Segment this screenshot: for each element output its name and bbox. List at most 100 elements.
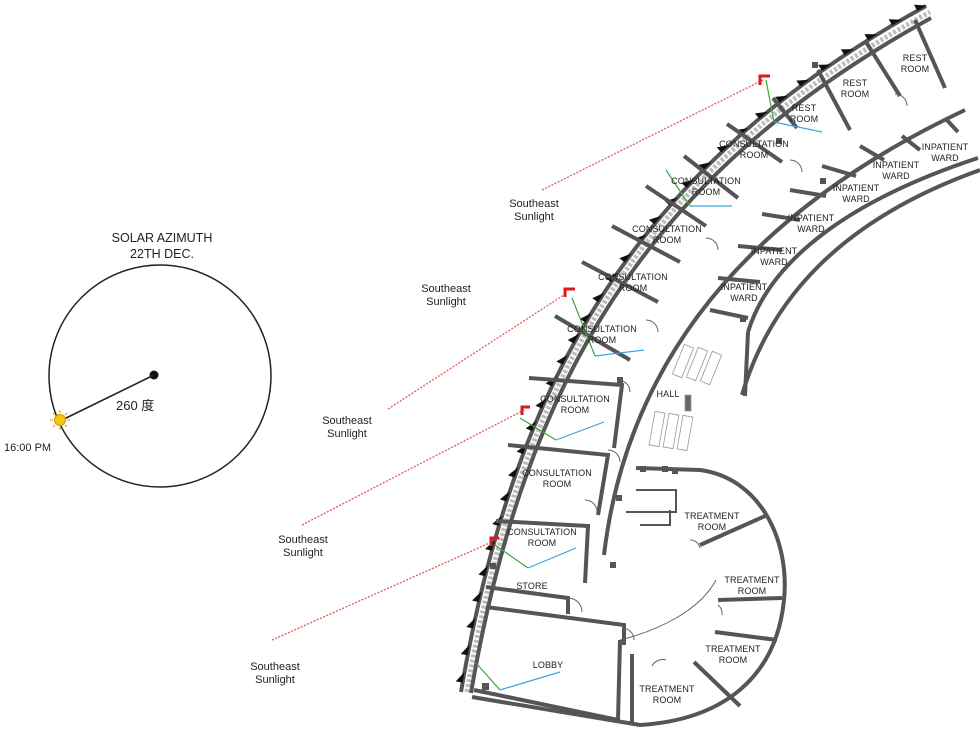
consult-label-1: CONSULTATION [719,139,789,149]
hall-label: HALL [657,389,680,399]
sunlight-label-1b: Sunlight [514,211,554,223]
sunlight-label-4: Southeast [278,534,328,546]
shading-fin [478,565,488,577]
door-swings [567,93,908,667]
sunlight-label-4b: Sunlight [283,547,323,559]
shading-fin [796,79,810,87]
shading-fin [864,34,878,41]
treatment-wing-outer [471,466,787,728]
sunlight-ray-1 [541,79,764,191]
inpatient-label-3b: WARD [842,194,870,204]
shading-fin [888,19,902,26]
consult-label-3b: ROOM [653,235,681,245]
shading-fin [840,49,854,56]
consult-label-5: CONSULTATION [567,324,637,334]
shading-fin [455,671,465,683]
rotunda-arc [619,579,717,641]
solar-azimuth-diagram: SOLAR AZIMUTH 22TH DEC. 260 度 16:00 PM [4,231,272,488]
shading-fin [556,354,568,365]
sunlight-ray-2 [387,292,568,410]
inpatient-label-1: INPATIENT [922,142,969,152]
building-plan: REST ROOM REST ROOM REST ROOM CONSULTATI… [455,4,980,728]
service-core [626,489,677,513]
lobby-east-wall [616,639,622,721]
inpatient-label-5b: WARD [760,257,788,267]
store-label: STORE [516,581,547,591]
corridor-wall-outer [602,108,966,556]
shading-fin [535,398,547,409]
consult-label-2b: ROOM [692,187,720,197]
rest-room-label-3b: ROOM [790,114,818,124]
ward-partitions [709,116,960,320]
treatment-label-1b: ROOM [698,522,726,532]
consult-label-1b: ROOM [740,150,768,160]
treatment-partitions [630,514,783,724]
shading-fin [716,144,730,153]
consult-label-8: CONSULTATION [507,527,577,537]
solar-title-line1: SOLAR AZIMUTH [112,231,213,245]
inpatient-label-5: INPATIENT [751,246,798,256]
shading-fin [472,591,482,603]
shading-fin [579,313,592,323]
treatment-label-2b: ROOM [738,586,766,596]
treatment-label-2: TREATMENT [724,575,780,585]
sunlight-label-3b: Sunlight [327,428,367,440]
shading-fin [681,179,695,188]
rest-room-label-1b: ROOM [901,64,929,74]
rest-room-label-1: REST [903,53,928,63]
sunlight-label-1: Southeast [509,198,559,210]
corridor-wall-inner [740,168,980,396]
sunlight-ray-3 [301,409,525,526]
inpatient-label-6b: WARD [730,293,758,303]
treatment-label-4: TREATMENT [639,684,695,694]
inpatient-label-2b: WARD [882,171,910,181]
consult-label-8b: ROOM [528,538,556,548]
sunlight-label-3: Southeast [322,415,372,427]
sunlight-rays [271,79,764,641]
interior-light-rays [475,79,823,691]
shading-fin [499,491,510,502]
treatment-label-1: TREATMENT [684,511,740,521]
shading-fin [466,617,476,629]
inner-wall-stub [743,331,750,397]
inpatient-label-4b: WARD [797,224,825,234]
consult-label-4b: ROOM [619,283,647,293]
shading-fin [818,64,832,71]
treatment-label-3: TREATMENT [705,644,761,654]
room-labels: REST ROOM REST ROOM REST ROOM CONSULTATI… [507,53,969,705]
inpatient-label-4: INPATIENT [788,213,835,223]
red-markers [489,74,770,546]
lobby-label: LOBBY [533,660,564,670]
outer-wall [459,4,927,693]
solar-title-line2: 22TH DEC. [130,247,194,261]
rest-room-label-2: REST [843,78,868,88]
sunlight-label-2: Southeast [421,283,471,295]
sunlight-label-5b: Sunlight [255,674,295,686]
shading-fin [648,215,662,225]
room-partitions [473,19,947,722]
azimuth-circle [48,264,272,488]
consult-label-5b: ROOM [588,335,616,345]
shading-fin [619,253,632,263]
rest-room-label-2b: ROOM [841,89,869,99]
shading-fin [775,95,789,103]
shading-fin [754,111,768,119]
shading-fin [460,644,470,656]
rest-room-label-3: REST [792,103,817,113]
consult-label-6: CONSULTATION [540,394,610,404]
sunlight-labels: Southeast Sunlight Southeast Sunlight So… [250,198,559,686]
consult-label-6b: ROOM [561,405,589,415]
columns [482,62,826,690]
sunlight-label-2b: Sunlight [426,296,466,308]
time-label: 16:00 PM [4,442,51,454]
consult-label-7: CONSULTATION [522,468,592,478]
lobby-wall [485,605,626,645]
sun-icon [50,410,70,430]
consult-label-7b: ROOM [543,479,571,489]
inpatient-label-3: INPATIENT [833,183,880,193]
consult-label-2: CONSULTATION [671,176,741,186]
ward-back-wall [746,156,979,333]
treatment-label-4b: ROOM [653,695,681,705]
treatment-label-3b: ROOM [719,655,747,665]
